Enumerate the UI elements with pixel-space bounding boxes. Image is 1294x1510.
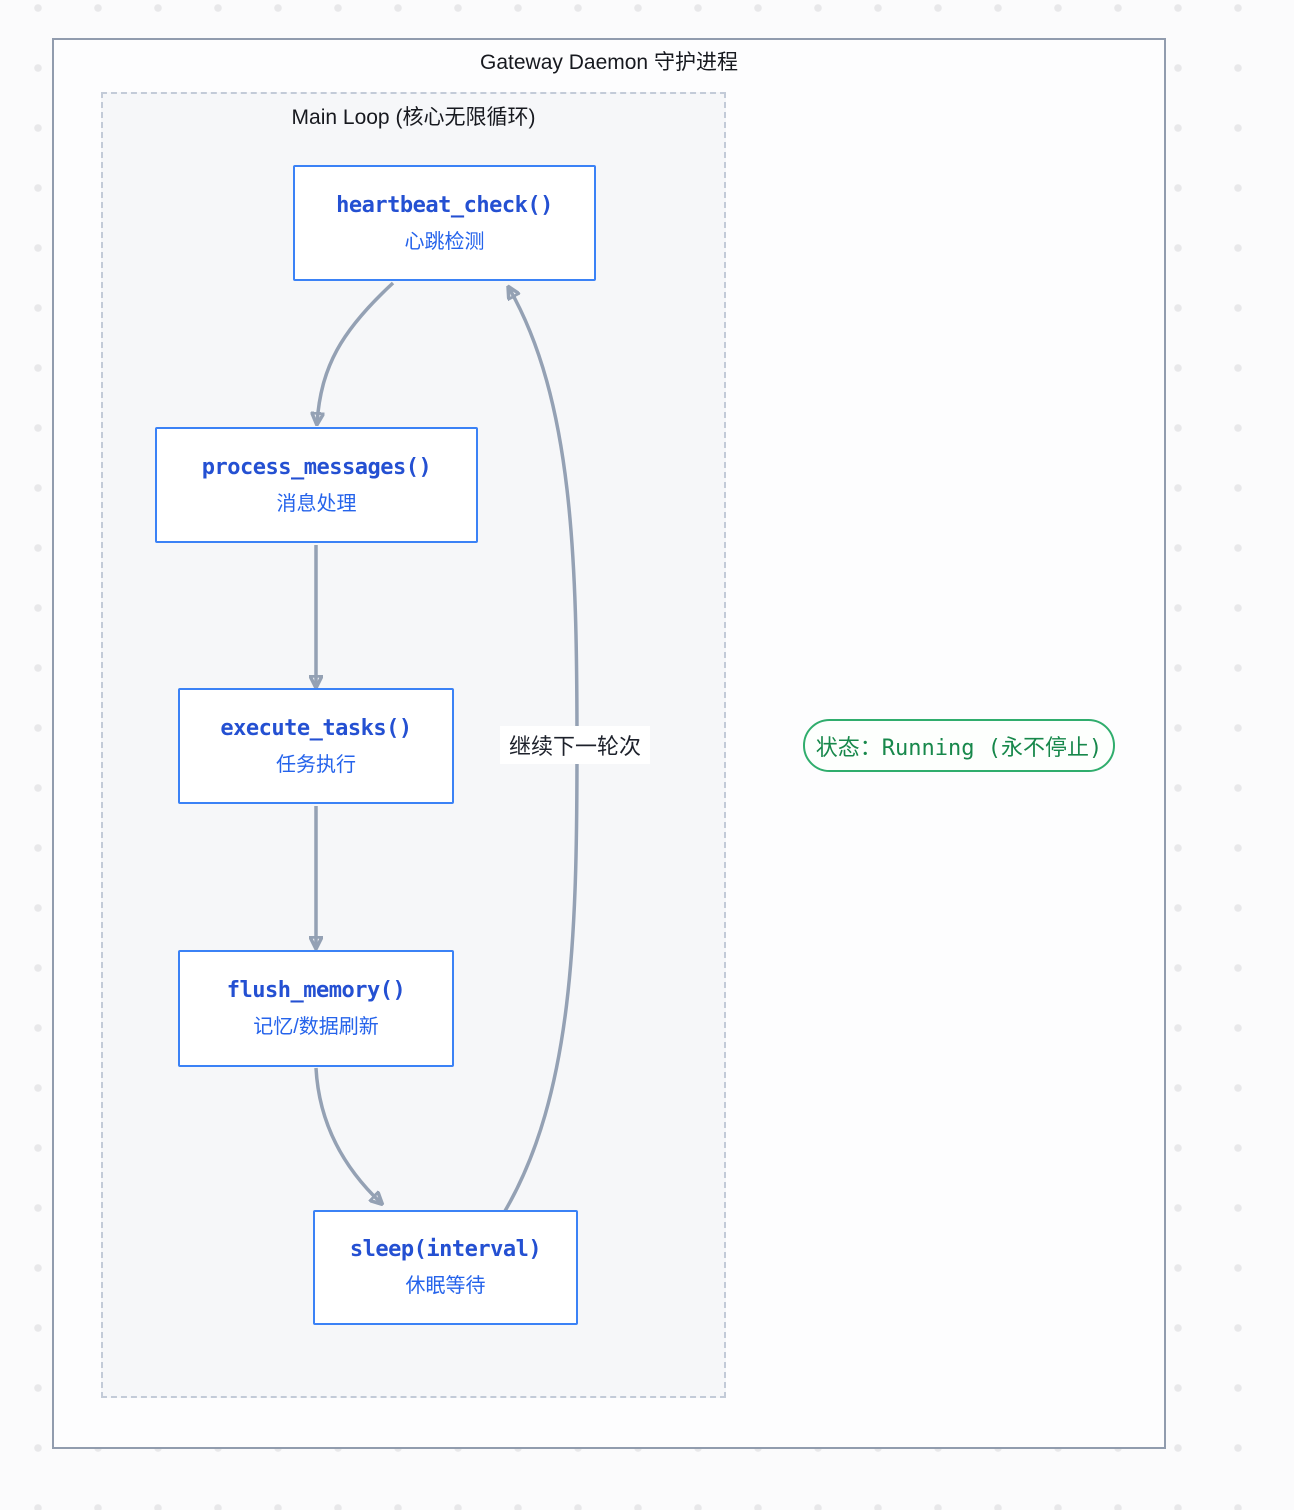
node-func-name: flush_memory() — [226, 978, 406, 1003]
main-loop-title: Main Loop (核心无限循环) — [291, 106, 536, 129]
node-sublabel: 心跳检测 — [404, 230, 485, 253]
node-sleep-interval: sleep(interval) 休眠等待 — [313, 1210, 578, 1325]
node-sublabel: 消息处理 — [276, 492, 357, 515]
node-func-name: process_messages() — [201, 454, 432, 480]
daemon-title: Gateway Daemon 守护进程 — [480, 51, 738, 74]
node-process-messages: process_messages() 消息处理 — [155, 427, 478, 543]
node-heartbeat-check: heartbeat_check() 心跳检测 — [293, 165, 596, 281]
node-func-name: execute_tasks() — [220, 715, 412, 741]
node-sublabel: 任务执行 — [276, 753, 356, 776]
node-flush-memory: flush_memory() 记忆/数据刷新 — [178, 950, 454, 1067]
node-sublabel: 记忆/数据刷新 — [253, 1016, 379, 1038]
node-func-name: heartbeat_check() — [336, 192, 553, 218]
status-badge: 状态：Running (永不停止) — [803, 719, 1115, 772]
node-func-name: sleep(interval) — [349, 1237, 542, 1262]
node-execute-tasks: execute_tasks() 任务执行 — [178, 688, 454, 804]
node-sublabel: 休眠等待 — [405, 1275, 486, 1297]
edge-label-continue: 继续下一轮次 — [500, 726, 650, 764]
